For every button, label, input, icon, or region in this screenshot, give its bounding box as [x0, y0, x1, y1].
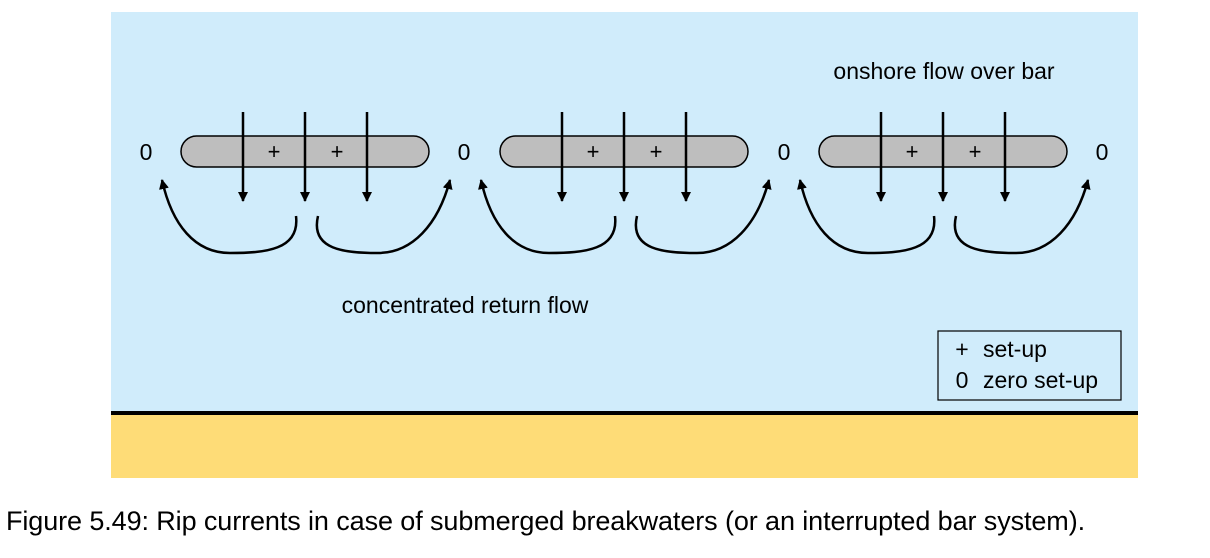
return-flow-arrow	[315, 179, 453, 255]
zero-setup-marker: 0	[140, 139, 153, 165]
setup-marker: +	[650, 139, 663, 164]
setup-marker: +	[268, 139, 281, 164]
sand-beach	[111, 414, 1138, 478]
rip-current-diagram: onshore flow over bar concentrated retur…	[111, 12, 1138, 478]
return-flow-arrow	[953, 179, 1091, 255]
zero-setup-marker: 0	[458, 139, 471, 165]
legend-symbol: +	[955, 336, 968, 362]
onshore-flow-label: onshore flow over bar	[833, 58, 1055, 84]
legend-symbol: 0	[956, 367, 969, 393]
return-flow-arrow	[634, 179, 772, 255]
return-flow-arrow	[159, 179, 298, 255]
breakwater-1: + +	[159, 112, 453, 255]
legend-label: set-up	[983, 336, 1047, 362]
setup-marker: +	[969, 139, 982, 164]
figure-caption: Figure 5.49: Rip currents in case of sub…	[6, 506, 1085, 536]
legend: + set-up 0 zero set-up	[937, 330, 1122, 401]
return-flow-arrow	[797, 179, 936, 255]
zero-setup-marker: 0	[778, 139, 791, 165]
setup-marker: +	[587, 139, 600, 164]
setup-marker: +	[906, 139, 919, 164]
return-flow-arrow	[478, 179, 617, 255]
setup-marker: +	[331, 139, 344, 164]
legend-label: zero set-up	[983, 367, 1098, 393]
water-area	[111, 12, 1138, 412]
breakwater-2: + +	[478, 112, 772, 255]
return-flow-label: concentrated return flow	[342, 292, 589, 318]
legend-box	[937, 330, 1122, 401]
breakwater-3: + +	[797, 112, 1091, 255]
zero-setup-marker: 0	[1096, 139, 1109, 165]
